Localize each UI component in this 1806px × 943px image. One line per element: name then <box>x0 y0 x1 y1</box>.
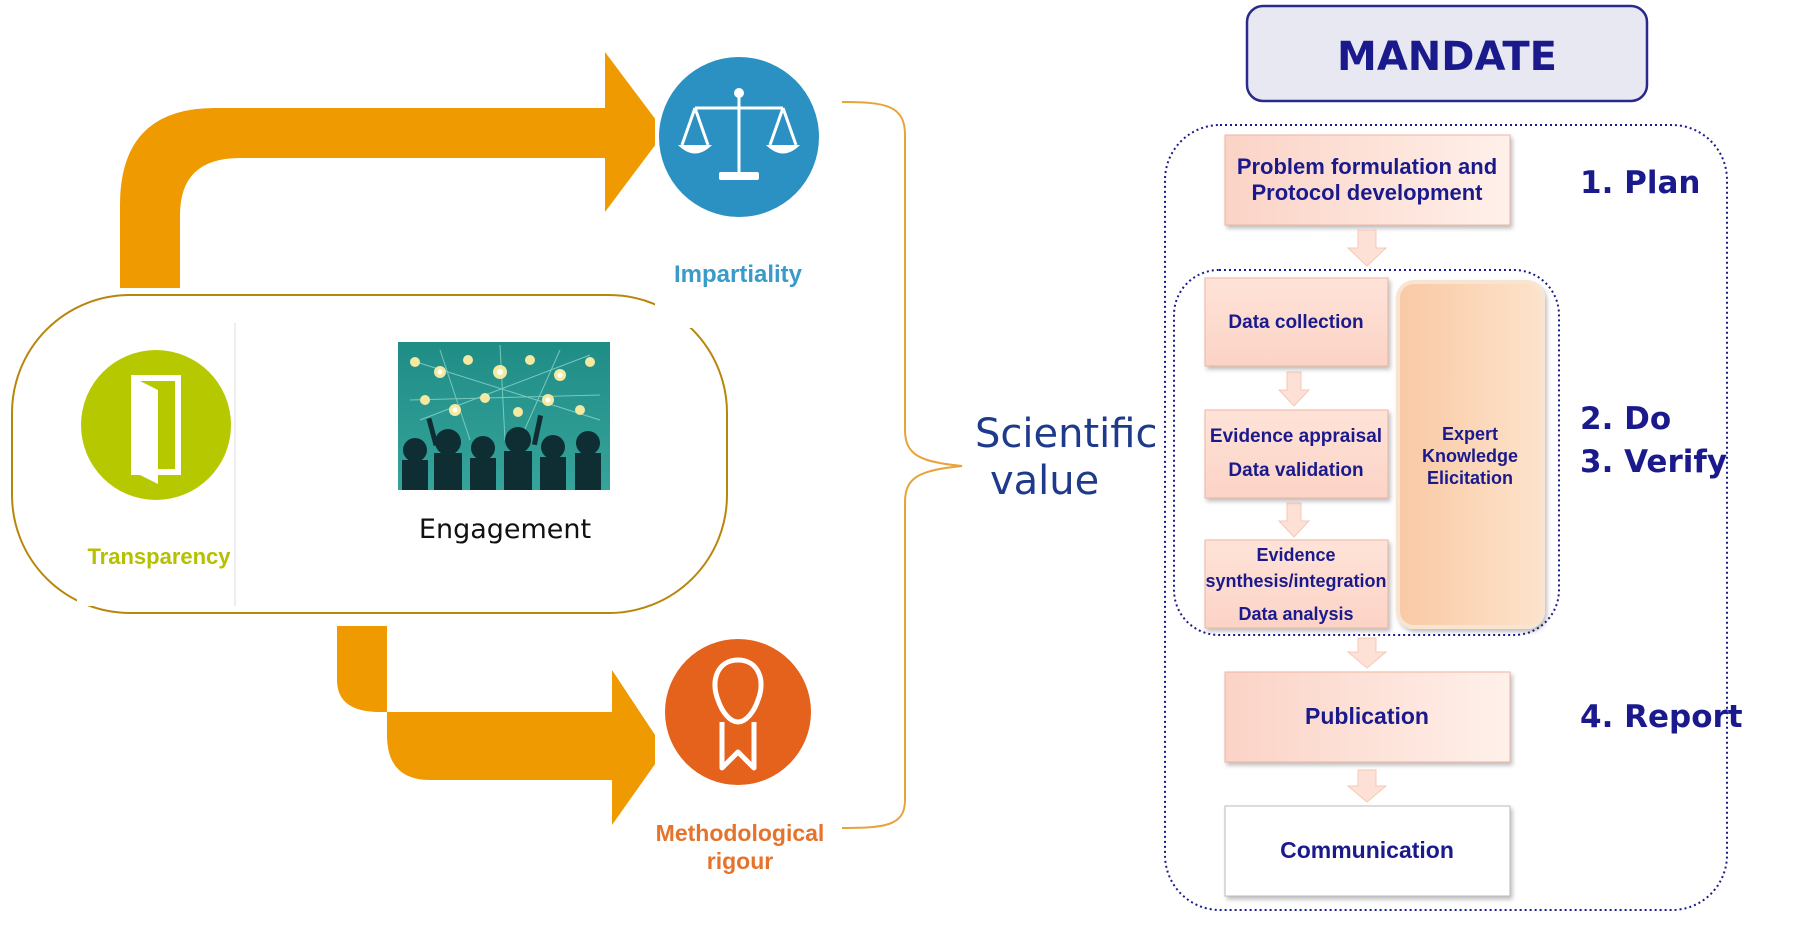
methodological-label-line1: Methodological <box>656 820 825 846</box>
mandate-box <box>1245 4 1649 103</box>
methodological-rigour-card: Methodological rigour <box>655 610 825 880</box>
arrow-to-rigour <box>337 626 665 825</box>
flow-arrows <box>1277 229 1388 803</box>
door-icon <box>81 350 231 500</box>
mandate-title: MANDATE <box>1337 34 1557 80</box>
data-analysis-label: Data analysis <box>1238 604 1353 624</box>
synthesis-integration-label: synthesis/integration <box>1205 571 1386 591</box>
expert-line2: Knowledge <box>1422 446 1518 466</box>
communication-box <box>1224 805 1511 897</box>
phase-verify: 3. Verify <box>1580 444 1727 480</box>
scientific-value-line2: value <box>990 458 1099 504</box>
phase-plan: 1. Plan <box>1580 165 1700 201</box>
problem-line1: Problem formulation and <box>1237 154 1497 179</box>
publication-box <box>1224 671 1511 763</box>
expert-knowledge-box <box>1396 280 1545 629</box>
communication-label: Communication <box>1280 837 1454 863</box>
impartiality-card: Impartiality <box>655 28 820 328</box>
impartiality-label: Impartiality <box>674 261 803 288</box>
data-validation-label: Data validation <box>1228 460 1363 481</box>
arrow-to-impartiality <box>120 52 665 288</box>
process-frame <box>1164 124 1728 911</box>
problem-line2: Protocol development <box>1251 180 1483 205</box>
phase-report: 4. Report <box>1580 699 1743 735</box>
engagement-label: Engagement <box>419 514 591 545</box>
scientific-value-line1: Scientific <box>975 411 1157 457</box>
evidence-appraisal-box <box>1204 409 1389 499</box>
curly-brace <box>841 101 963 829</box>
evidence-label: Evidence <box>1256 545 1335 565</box>
evidence-synthesis-box <box>1204 539 1389 629</box>
expert-line1: Expert <box>1442 424 1498 444</box>
transparency-label: Transparency <box>87 544 231 569</box>
evidence-appraisal-label: Evidence appraisal <box>1210 426 1382 447</box>
expert-line3: Elicitation <box>1427 468 1513 488</box>
problem-formulation-box <box>1224 134 1511 226</box>
engagement-crowd-image <box>398 342 610 490</box>
data-collection-label: Data collection <box>1228 312 1363 333</box>
phase-do: 2. Do <box>1580 401 1671 437</box>
methodological-label-line2: rigour <box>707 848 773 874</box>
publication-label: Publication <box>1305 703 1429 729</box>
data-collection-box <box>1204 277 1389 367</box>
rosette-icon <box>665 639 811 785</box>
scales-icon <box>659 57 819 217</box>
